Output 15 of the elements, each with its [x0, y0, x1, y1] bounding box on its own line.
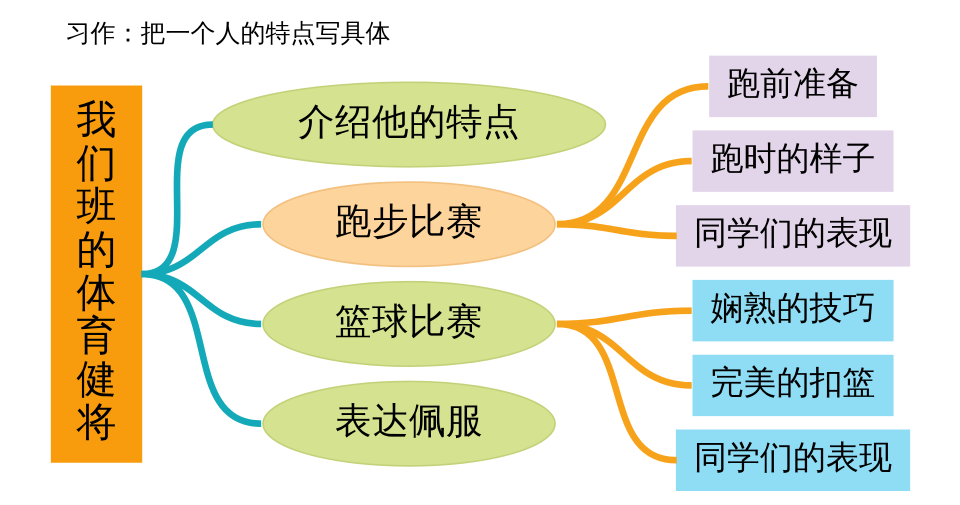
- node-box: 同学们的表现: [675, 429, 910, 491]
- node-ellipse: 跑步比赛: [262, 181, 556, 268]
- diagram-title: 习作：把一个人的特点写具体: [64, 18, 390, 48]
- connector: [556, 320, 677, 464]
- node-ellipse: 篮球比赛: [262, 280, 556, 367]
- node-box: 完美的扣篮: [692, 354, 894, 416]
- node-box: 我们班的体育健将: [50, 86, 142, 463]
- node-box: 跑时的样子: [692, 130, 894, 192]
- node-box: 跑前准备: [708, 56, 876, 118]
- node-box: 娴熟的技巧: [692, 280, 894, 342]
- connector: [556, 220, 676, 240]
- connector: [140, 270, 262, 427]
- node-ellipse: 介绍他的特点: [211, 82, 606, 168]
- node-box: 同学们的表现: [675, 205, 910, 267]
- node-ellipse: 表达佩服: [262, 380, 556, 467]
